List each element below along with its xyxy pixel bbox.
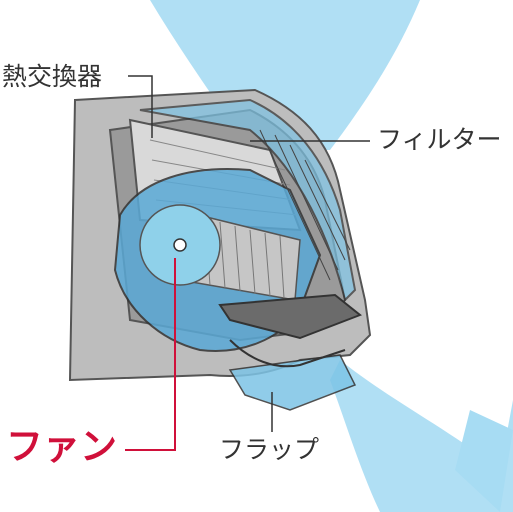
filter-panel <box>139 98 357 302</box>
flap-label: フラップ <box>219 435 320 464</box>
airflow-arrow-head <box>455 410 513 512</box>
lower-casing-lip <box>229 339 346 368</box>
filter-label: フィルター <box>377 125 502 154</box>
fan-label: ファン <box>6 425 117 468</box>
callout-line-heat-exchanger <box>128 75 153 138</box>
callout-line-fan <box>125 258 176 451</box>
heat-exchanger-label: 熱交換器 <box>2 62 103 91</box>
filter-mesh <box>259 129 351 281</box>
outlet-duct <box>218 293 362 340</box>
airflow-intake <box>150 0 420 150</box>
fan-axle <box>173 238 187 252</box>
